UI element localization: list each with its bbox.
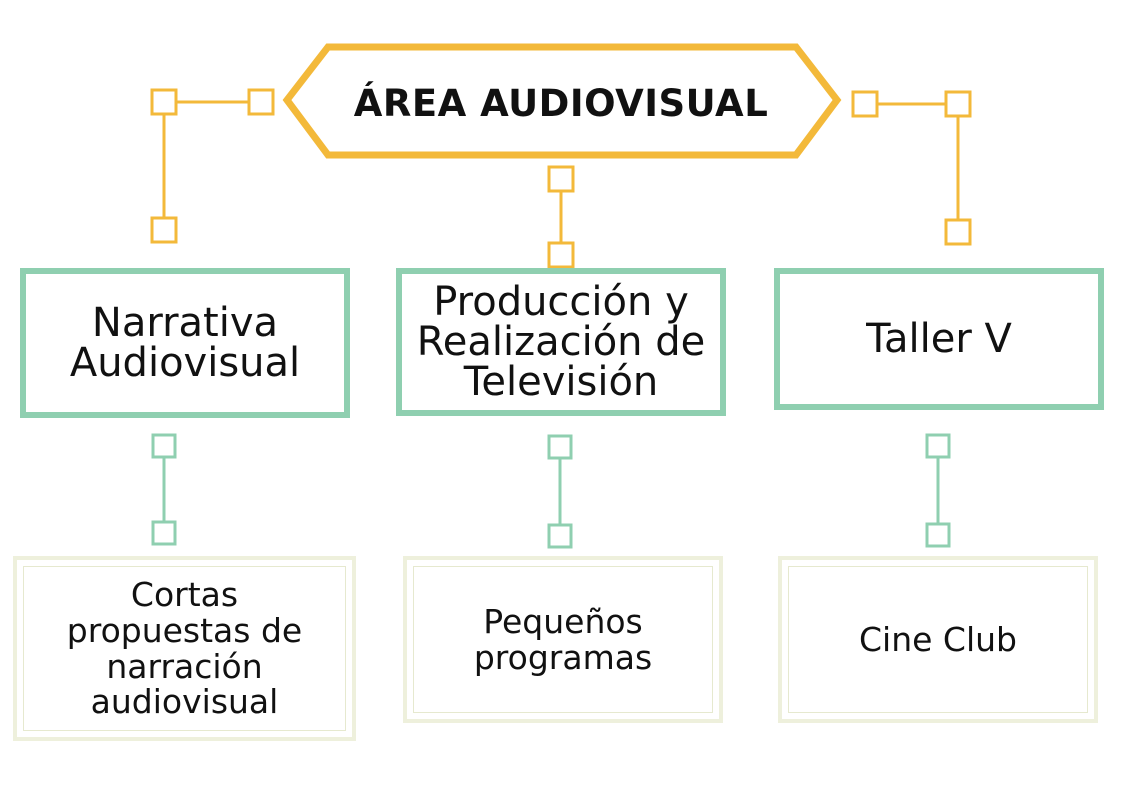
connector-narrativa-child xyxy=(151,433,177,546)
area-label-narrativa: Narrativa Audiovisual xyxy=(69,300,301,386)
connector-taller-child xyxy=(925,433,951,548)
child-box-taller: Cine Club xyxy=(778,556,1098,723)
connector-title-right xyxy=(851,90,972,246)
connector-title-center xyxy=(547,165,575,269)
connector-title-left xyxy=(150,88,275,244)
child-label-narrativa: Cortas propuestas de narración audiovisu… xyxy=(66,575,303,722)
area-label-taller: Taller V xyxy=(866,316,1012,362)
connector-produccion-child xyxy=(547,434,573,549)
child-box-taller-inner-frame xyxy=(788,566,1088,713)
area-box-produccion: Producción y Realización de Televisión xyxy=(396,268,726,416)
title-frame xyxy=(282,43,842,159)
child-box-narrativa: Cortas propuestas de narración audiovisu… xyxy=(13,556,356,741)
area-box-taller: Taller V xyxy=(774,268,1104,410)
area-label-produccion: Producción y Realización de Televisión xyxy=(416,279,706,405)
area-box-narrativa: Narrativa Audiovisual xyxy=(20,268,350,418)
child-box-produccion: Pequeños programas xyxy=(403,556,723,723)
child-label-taller: Cine Club xyxy=(859,619,1017,659)
child-box-produccion-inner-frame xyxy=(413,566,713,713)
child-label-produccion: Pequeños programas xyxy=(473,601,653,677)
diagram-title: ÁREA AUDIOVISUAL xyxy=(353,81,769,125)
child-box-narrativa-inner-frame xyxy=(23,566,346,731)
